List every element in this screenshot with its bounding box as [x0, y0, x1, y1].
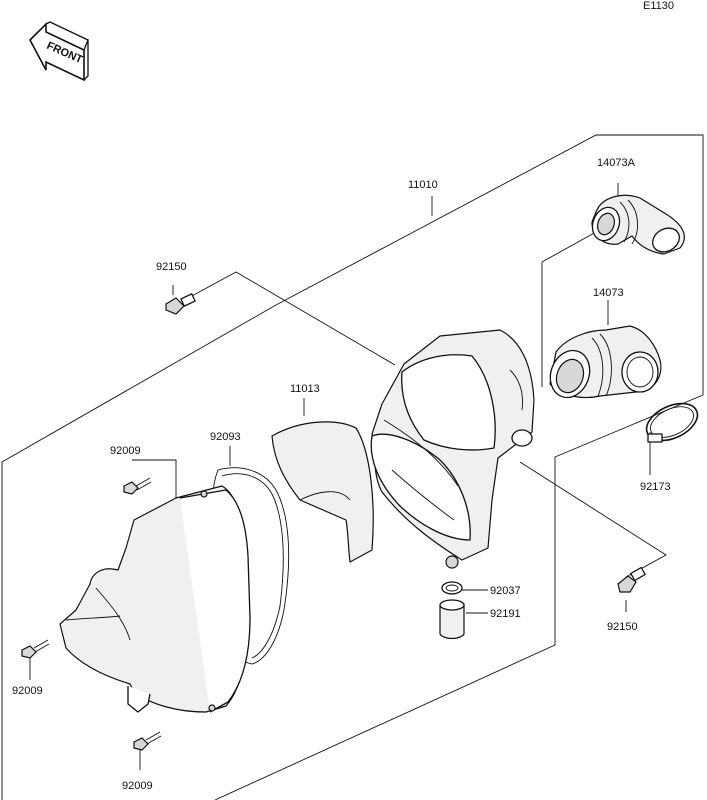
- screw-92009-bottom: [133, 731, 162, 751]
- drain-plug-92191: [439, 599, 465, 640]
- label-92009-bottom: 92009: [122, 780, 153, 792]
- label-14073: 14073: [593, 287, 624, 299]
- screw-92150-right: [617, 566, 646, 593]
- diagram-code: E1130: [643, 0, 674, 12]
- clip-92037: [441, 581, 463, 595]
- label-92150-right: 92150: [607, 621, 638, 633]
- hose-clamp-92173: [645, 402, 699, 443]
- assembly-outline: [1, 134, 704, 800]
- label-92150-top: 92150: [156, 261, 187, 273]
- inlet-duct-14073: [549, 325, 662, 399]
- screw-92150-top: [165, 293, 196, 315]
- label-92037: 92037: [490, 585, 521, 597]
- label-92093: 92093: [210, 431, 241, 443]
- label-92009-top: 92009: [110, 445, 141, 457]
- screw-92009-left: [21, 639, 50, 659]
- air-box-cover: [59, 485, 251, 713]
- label-92191: 92191: [490, 608, 521, 620]
- air-cleaner-case-11010: [370, 329, 535, 569]
- label-14073a: 14073A: [597, 157, 636, 169]
- filter-element-11013: [271, 421, 374, 563]
- label-92173: 92173: [640, 481, 671, 493]
- front-arrow-icon: FRONT: [29, 21, 89, 82]
- label-92009-left: 92009: [12, 685, 43, 697]
- label-11010: 11010: [408, 179, 438, 191]
- part-labels: 11010 14073A 14073 92150 11013 92093 920…: [12, 157, 671, 792]
- elbow-duct-14073a: [591, 194, 685, 255]
- label-11013: 11013: [290, 383, 320, 395]
- screw-92009-top: [123, 477, 152, 495]
